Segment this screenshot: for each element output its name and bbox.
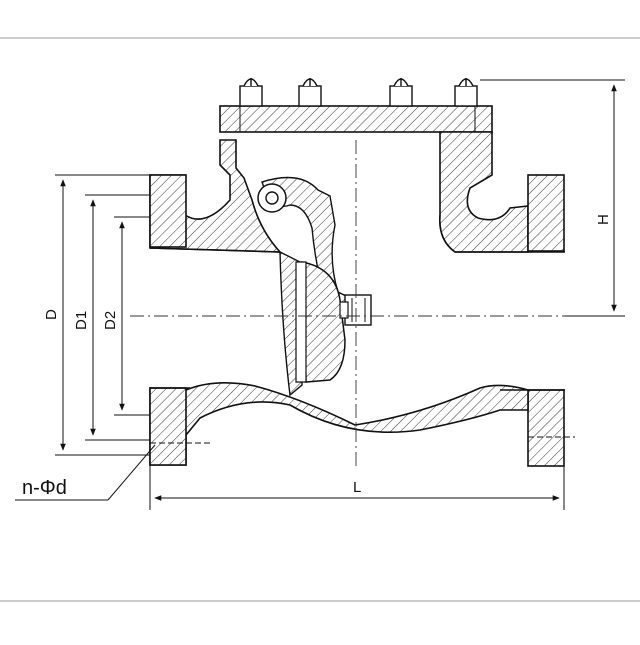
cover-bolts [239, 78, 478, 107]
dimension-D [55, 174, 150, 456]
right-flange-top [527, 174, 565, 252]
left-flange-top [149, 174, 187, 248]
cover-flange [219, 105, 493, 133]
label-D2: D2 [102, 311, 119, 330]
bore-left-top [149, 247, 281, 253]
disc-nut [339, 294, 372, 326]
body-lower-wall [149, 382, 529, 466]
disc-face [295, 261, 307, 383]
dimension-D2 [114, 216, 150, 416]
disc [301, 261, 346, 383]
label-holes: n-Φd [22, 477, 67, 499]
bolt-2 [298, 78, 322, 107]
dimension-D1 [85, 194, 150, 441]
label-D1: D1 [73, 311, 90, 330]
hinge-pin [257, 183, 287, 213]
bolt-4 [454, 78, 478, 107]
bolt-1 [239, 78, 263, 107]
label-H: H [595, 214, 612, 225]
dimension-H [480, 79, 625, 317]
bolt-hole-leader [15, 436, 575, 501]
label-L: L [353, 479, 361, 496]
label-D: D [43, 309, 60, 320]
right-flange-bottom [527, 389, 565, 467]
left-flange-bottom [149, 387, 187, 466]
dimension-L [149, 465, 565, 510]
body-upper-right-wall [438, 131, 529, 253]
body-inner-right [439, 214, 456, 253]
bolt-3 [389, 78, 413, 107]
